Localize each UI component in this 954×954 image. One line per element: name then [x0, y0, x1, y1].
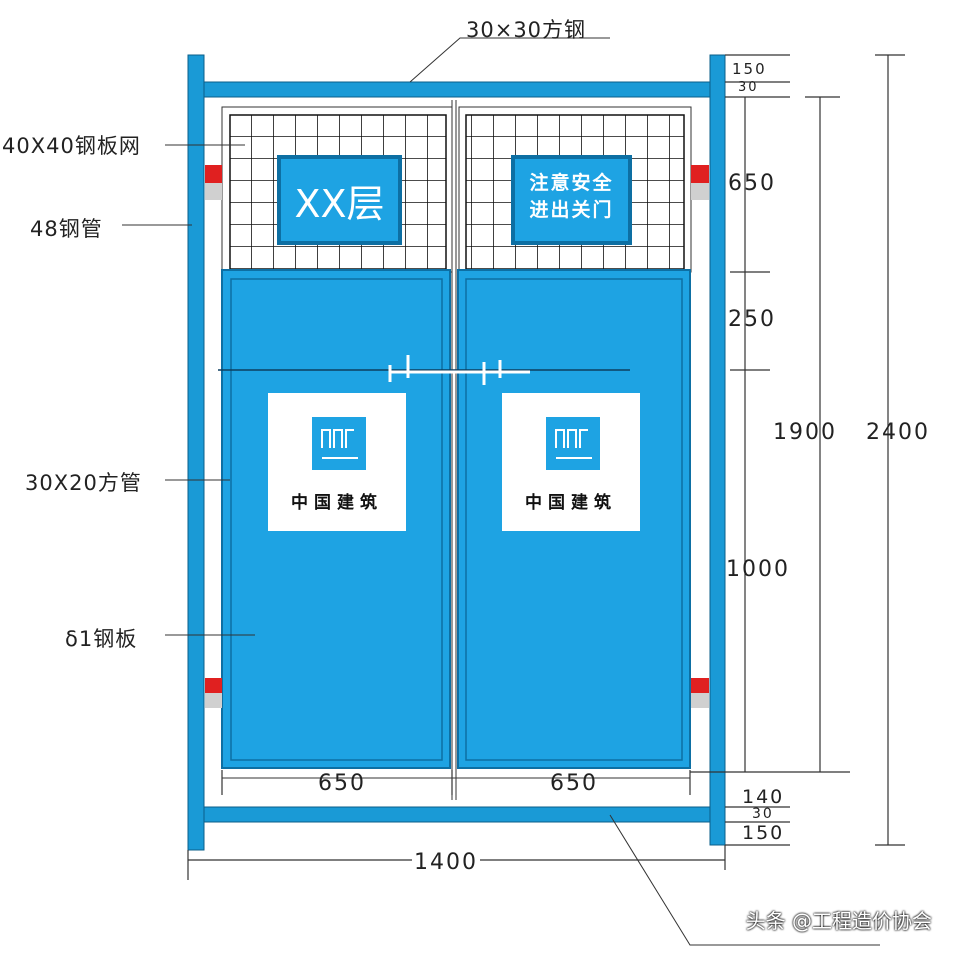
logo-icon-right [546, 417, 600, 470]
right-post [709, 54, 726, 846]
left-post [187, 54, 205, 851]
dim-140: 140 [742, 786, 785, 808]
latch [218, 355, 630, 385]
label-square-tube: 30X20方管 [25, 471, 142, 495]
dim-650: 650 [728, 171, 776, 196]
dim-door-left-650: 650 [318, 771, 366, 796]
dim-door-right-650: 650 [550, 771, 598, 796]
floor-sign [277, 155, 402, 245]
label-steel-pipe: 48钢管 [30, 217, 103, 241]
label-mesh: 40X40钢板网 [2, 134, 141, 158]
dim-bottom-150: 150 [742, 822, 785, 844]
brand-text-left: 中国建筑 [291, 493, 383, 513]
watermark: 头条 @工程造价协会 [745, 909, 932, 933]
dim-1400: 1400 [412, 850, 480, 875]
leader-lines [122, 37, 880, 946]
floor-sign-text: XX层 [294, 181, 385, 226]
hinge-icons [205, 165, 709, 708]
label-top-steel: 30×30方钢 [466, 18, 587, 42]
label-steel-plate: δ1钢板 [65, 627, 138, 651]
safety-sign-line2: 进出关门 [529, 199, 614, 221]
dim-bottom-30: 30 [752, 806, 774, 822]
dim-250: 250 [728, 307, 776, 332]
safety-sign-line1: 注意安全 [529, 172, 614, 194]
logo-icon-left [312, 417, 366, 470]
dim-2400: 2400 [866, 420, 930, 445]
dim-top-30: 30 [738, 80, 759, 95]
brand-text-right: 中国建筑 [525, 493, 617, 513]
dimension-lines [187, 54, 905, 880]
dim-top-150: 150 [732, 60, 767, 78]
safety-sign [511, 155, 632, 245]
bottom-bar [203, 806, 711, 823]
dim-1000: 1000 [726, 557, 790, 582]
top-bar [203, 81, 711, 98]
dim-1900: 1900 [773, 420, 837, 445]
